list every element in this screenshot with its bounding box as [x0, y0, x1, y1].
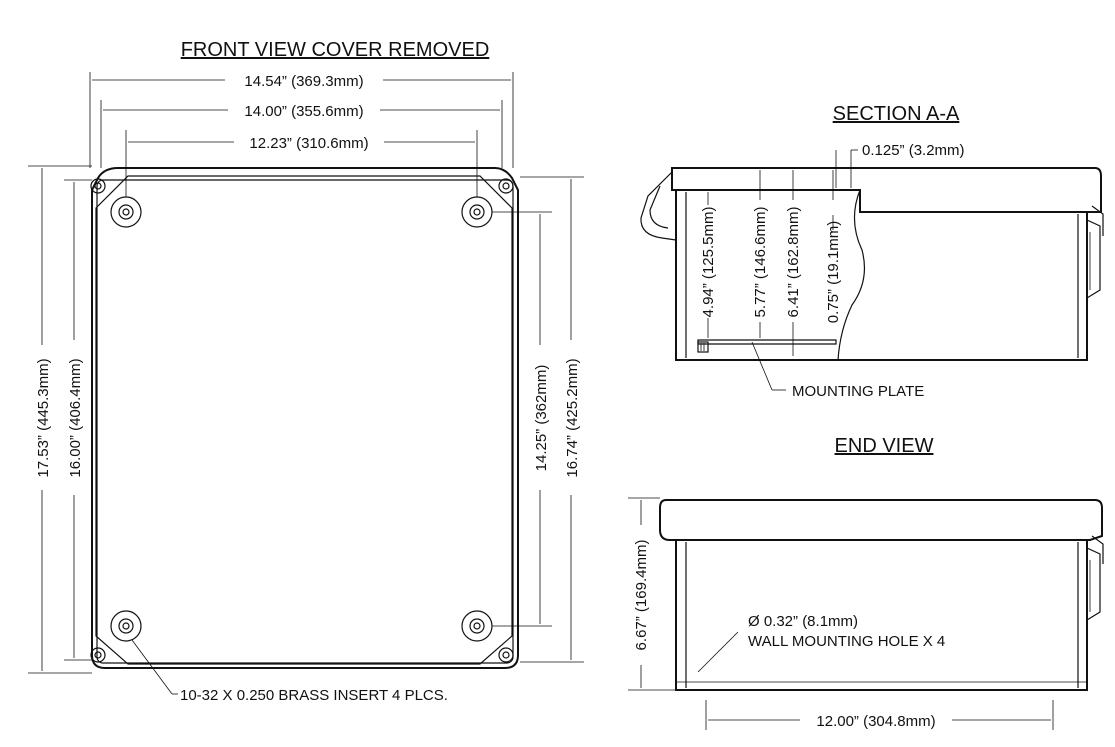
- corner-screw-bottom-right: [498, 647, 514, 663]
- section-lid: [671, 167, 1102, 213]
- dim-insert-height: 14.25” (362mm): [492, 211, 552, 627]
- dim-end-width: 12.00” (304.8mm): [705, 700, 1054, 730]
- end-lid: [659, 499, 1103, 541]
- section-break-line: [837, 189, 865, 361]
- dim-section-d3-label: 6.41” (162.8mm): [785, 207, 802, 318]
- dim-inner-width-label: 14.00” (355.6mm): [244, 103, 363, 120]
- front-gasket-outline: [96, 179, 514, 664]
- dim-overall-height-label: 17.53” (445.3mm): [35, 358, 52, 477]
- end-view: END VIEW 6.67” (169.4mm) 12.00” (304.8mm…: [628, 435, 1104, 730]
- wall-hole-diameter-label: Ø 0.32” (8.1mm): [748, 613, 858, 630]
- wall-hole-description-label: WALL MOUNTING HOLE X 4: [748, 633, 945, 650]
- section-mounting-plate: [697, 339, 837, 345]
- dim-end-height: 6.67” (169.4mm): [628, 497, 676, 691]
- dim-inner-width: 14.00” (355.6mm): [100, 100, 503, 168]
- brass-insert-top-right: [461, 196, 493, 228]
- dim-right-height: 16.74” (425.2mm): [520, 176, 584, 663]
- mounting-plate-label: MOUNTING PLATE: [792, 383, 924, 400]
- dim-insert-width-label: 12.23” (310.6mm): [249, 135, 368, 152]
- dim-overall-width: 14.54” (369.3mm): [89, 72, 514, 168]
- dim-lid-gap: 0.125” (3.2mm): [835, 142, 965, 188]
- front-view-title: FRONT VIEW COVER REMOVED: [181, 39, 490, 61]
- dim-inner-height: 16.00” (406.4mm): [64, 179, 92, 661]
- corner-screw-top-left: [90, 178, 106, 194]
- dim-section-d4-label: 0.75” (19.1mm): [825, 221, 842, 324]
- corner-screw-bottom-left: [90, 647, 106, 663]
- end-view-title: END VIEW: [835, 435, 934, 457]
- dim-section-d1: 4.94” (125.5mm): [700, 192, 717, 338]
- dim-overall-height: 17.53” (445.3mm): [28, 165, 92, 674]
- insert-callout-label: 10-32 X 0.250 BRASS INSERT 4 PLCS.: [180, 687, 448, 704]
- dim-section-d3: 6.41” (162.8mm): [785, 170, 802, 356]
- dim-section-d1-label: 4.94” (125.5mm): [700, 207, 717, 318]
- dim-inner-height-label: 16.00” (406.4mm): [67, 358, 84, 477]
- dim-end-height-label: 6.67” (169.4mm): [633, 540, 650, 651]
- mounting-plate-callout: MOUNTING PLATE: [751, 341, 924, 400]
- dim-insert-height-label: 14.25” (362mm): [533, 365, 550, 472]
- dim-section-d4: 0.75” (19.1mm): [825, 170, 842, 323]
- section-body: [675, 190, 1088, 361]
- brass-insert-top-left: [110, 196, 142, 228]
- front-view: FRONT VIEW COVER REMOVED 14.54” (369.3mm…: [28, 39, 584, 704]
- front-enclosure-outline: [91, 167, 519, 669]
- dim-section-d2-label: 5.77” (146.6mm): [752, 207, 769, 318]
- dim-section-d2: 5.77” (146.6mm): [752, 170, 769, 338]
- dim-overall-width-label: 14.54” (369.3mm): [244, 73, 363, 90]
- section-title: SECTION A-A: [833, 103, 960, 125]
- section-plate-clip: [697, 341, 709, 353]
- brass-insert-bottom-right: [461, 610, 493, 642]
- dim-end-width-label: 12.00” (304.8mm): [816, 713, 935, 730]
- dim-right-height-label: 16.74” (425.2mm): [564, 358, 581, 477]
- wall-mounting-hole-callout: Ø 0.32” (8.1mm) WALL MOUNTING HOLE X 4: [697, 613, 945, 673]
- front-inner-panel: [95, 175, 513, 665]
- dim-lid-gap-label: 0.125” (3.2mm): [862, 142, 965, 159]
- end-body: [675, 540, 1088, 691]
- dim-insert-width: 12.23” (310.6mm): [125, 130, 478, 197]
- corner-screw-top-right: [498, 178, 514, 194]
- section-hinge: [640, 171, 677, 241]
- brass-insert-bottom-left: [110, 610, 142, 642]
- insert-callout: 10-32 X 0.250 BRASS INSERT 4 PLCS.: [131, 639, 448, 704]
- section-a-a: SECTION A-A 0.125” (3.2mm): [640, 103, 1104, 400]
